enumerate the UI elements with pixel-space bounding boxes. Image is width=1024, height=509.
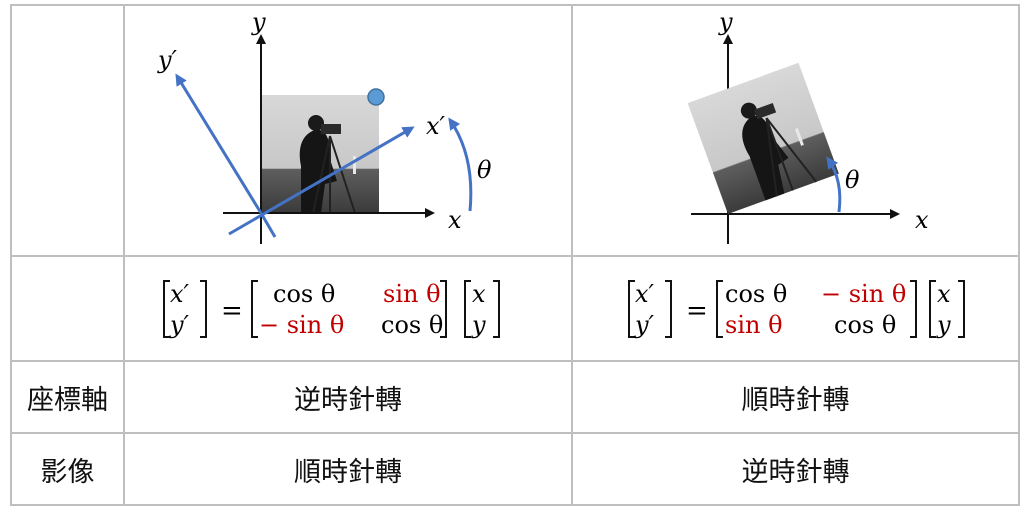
angle-arc [826, 156, 842, 213]
lhs-y-prime: y′ [634, 311, 655, 339]
rhs-y: y [936, 311, 951, 339]
grid-right [1018, 4, 1020, 506]
y-prime-axis [175, 73, 263, 214]
image-rotation-col2: 逆時針轉 [741, 456, 850, 488]
image-rotation-col1: 順時針轉 [294, 456, 402, 488]
cameraman-photo [261, 95, 379, 214]
corner-marker [367, 88, 385, 106]
theta-label: θ [845, 166, 860, 194]
matrix-m22: cos θ [381, 311, 443, 339]
y-label: y [718, 8, 733, 36]
matrix-m21: sin θ [725, 311, 783, 339]
grid-row2 [10, 360, 1020, 362]
y-label: y [251, 8, 266, 36]
rhs-y: y [471, 311, 486, 339]
matrix-m21: − sin θ [259, 311, 344, 339]
axes-rotation-col1: 逆時針轉 [294, 384, 402, 416]
matrix-m22: cos θ [834, 311, 896, 339]
x-label: x [915, 206, 929, 234]
x-prime-label: x′ [426, 112, 446, 140]
grid-col1 [123, 4, 125, 506]
rhs-x: x [472, 280, 486, 308]
grid-row1 [10, 255, 1020, 257]
equals-sign: = [686, 296, 708, 326]
x-prime-axis [228, 126, 415, 236]
matrix-m11: cos θ [725, 280, 787, 308]
lhs-x-prime: x′ [635, 280, 655, 308]
lhs-y-prime: y′ [169, 311, 190, 339]
matrix-m12: sin θ [383, 280, 441, 308]
grid-top [10, 4, 1020, 6]
row-label-axes: 座標軸 [27, 384, 108, 416]
rhs-x: x [937, 280, 951, 308]
matrix-m11: cos θ [273, 280, 335, 308]
grid-row3 [10, 432, 1020, 434]
row-label-image: 影像 [40, 456, 95, 488]
grid-left [10, 4, 12, 506]
y-prime-label: y′ [157, 46, 178, 74]
grid-col2 [571, 4, 573, 506]
theta-label: θ [477, 156, 492, 184]
rotation-matrix-equation: x′ y′ = cos θ sin θ − sin θ cos θ x y [163, 280, 500, 339]
rotation-matrix-equation: x′ y′ = cos θ − sin θ sin θ cos θ x y [628, 280, 965, 339]
axes-rotation-col2: 順時針轉 [741, 384, 850, 416]
grid-bottom [10, 504, 1020, 506]
matrix-m12: − sin θ [821, 280, 906, 308]
rotated-cameraman-photo [687, 62, 839, 214]
equals-sign: = [221, 296, 243, 326]
lhs-x-prime: x′ [170, 280, 190, 308]
x-label: x [448, 206, 462, 234]
axes-rotation-diagram: y x y′ x′ θ [157, 8, 492, 244]
image-rotation-diagram: y x θ [687, 8, 929, 244]
angle-arc [448, 117, 473, 212]
